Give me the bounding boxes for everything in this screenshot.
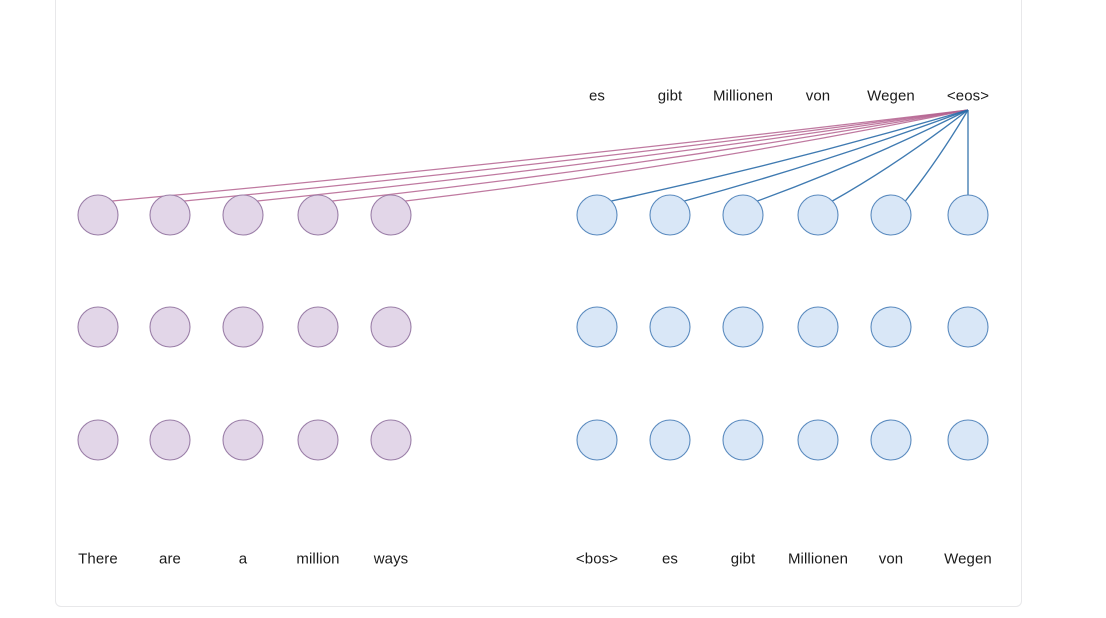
self-attention-edge [832, 109, 969, 202]
encoder-node [149, 306, 191, 348]
decoder-node [649, 306, 691, 348]
decoder-node [870, 194, 912, 236]
encoder-node [297, 194, 339, 236]
encoder-node [370, 194, 412, 236]
encoder-node [222, 306, 264, 348]
decoder-input-token: <bos> [575, 550, 619, 568]
encoder-node [149, 419, 191, 461]
encoder-input-token: ways [373, 550, 409, 568]
decoder-output-token: gibt [657, 87, 683, 105]
decoder-output-token: von [805, 87, 831, 105]
decoder-node [649, 419, 691, 461]
encoder-node [370, 306, 412, 348]
encoder-node [149, 194, 191, 236]
decoder-input-token: Wegen [944, 550, 992, 568]
encoder-node [297, 419, 339, 461]
encoder-node [77, 194, 119, 236]
decoder-output-token: <eos> [946, 87, 990, 105]
decoder-node [797, 306, 839, 348]
decoder-node [947, 306, 989, 348]
decoder-node [947, 419, 989, 461]
decoder-node [576, 419, 618, 461]
encoder-input-token: are [159, 550, 181, 568]
self-attention-edge [684, 109, 969, 202]
encoder-node [370, 419, 412, 461]
decoder-output-token: es [588, 87, 606, 105]
encoder-node [77, 419, 119, 461]
decoder-output-token: Millionen [712, 87, 774, 105]
decoder-input-token: von [878, 550, 904, 568]
decoder-node [649, 194, 691, 236]
decoder-node [797, 194, 839, 236]
decoder-node [576, 194, 618, 236]
encoder-input-token: million [296, 550, 340, 568]
decoder-node [947, 194, 989, 236]
decoder-node [722, 194, 764, 236]
decoder-node [797, 419, 839, 461]
encoder-node [222, 419, 264, 461]
self-attention-edge [611, 109, 969, 202]
cross-attention-edge [184, 109, 969, 202]
decoder-node [722, 419, 764, 461]
decoder-input-token: gibt [730, 550, 756, 568]
encoder-node [222, 194, 264, 236]
cross-attention-edge [332, 109, 969, 202]
encoder-input-token: There [78, 550, 118, 568]
encoder-input-token: a [238, 550, 248, 568]
decoder-input-token: es [661, 550, 679, 568]
decoder-node [870, 419, 912, 461]
diagram-card [55, 0, 1022, 607]
encoder-node [77, 306, 119, 348]
cross-attention-edge [257, 109, 969, 202]
self-attention-edge [904, 109, 969, 202]
cross-attention-edge [112, 109, 969, 202]
decoder-node [576, 306, 618, 348]
decoder-input-token: Millionen [787, 550, 849, 568]
decoder-node [722, 306, 764, 348]
decoder-output-token: Wegen [867, 87, 915, 105]
cross-attention-edge [405, 109, 969, 202]
self-attention-edge [757, 109, 969, 202]
decoder-node [870, 306, 912, 348]
encoder-node [297, 306, 339, 348]
